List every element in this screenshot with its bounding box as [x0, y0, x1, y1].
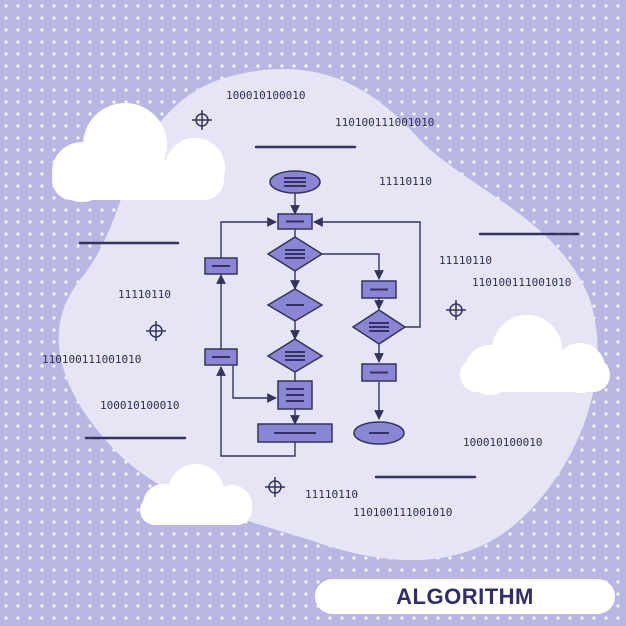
process-node [204, 257, 238, 275]
decision-node [266, 236, 324, 272]
decision-node [266, 338, 324, 373]
start-node [269, 170, 321, 194]
process-node [277, 213, 313, 230]
decision-node [351, 309, 407, 345]
binary-label: 11110110 [305, 488, 358, 501]
title-pill [315, 579, 615, 614]
binary-label: 11110110 [439, 254, 492, 267]
process-bar-node [257, 423, 333, 443]
binary-label: 110100111001010 [353, 506, 452, 519]
end-node [353, 421, 405, 445]
binary-label: 11110110 [379, 175, 432, 188]
cloud-icon [140, 464, 252, 525]
decision-node [266, 288, 324, 322]
binary-label: 110100111001010 [472, 276, 571, 289]
binary-label: 100010100010 [463, 436, 542, 449]
binary-label: 110100111001010 [42, 353, 141, 366]
binary-label: 11110110 [118, 288, 171, 301]
binary-label: 110100111001010 [335, 116, 434, 129]
cloud-icon [52, 103, 225, 202]
flowchart-connectors [216, 193, 421, 457]
decorative-lines [78, 145, 580, 479]
binary-label: 100010100010 [100, 399, 179, 412]
binary-label: 100010100010 [226, 89, 305, 102]
crosshair-icon [265, 477, 285, 497]
process-node [361, 280, 397, 299]
process-node [361, 363, 397, 382]
process-node [277, 380, 313, 410]
cloud-icon [460, 315, 610, 395]
crosshair-icon [146, 321, 166, 341]
crosshair-icon [192, 110, 212, 130]
process-node [204, 348, 238, 366]
crosshair-icon [446, 300, 466, 320]
page-title: ALGORITHM [396, 584, 534, 609]
